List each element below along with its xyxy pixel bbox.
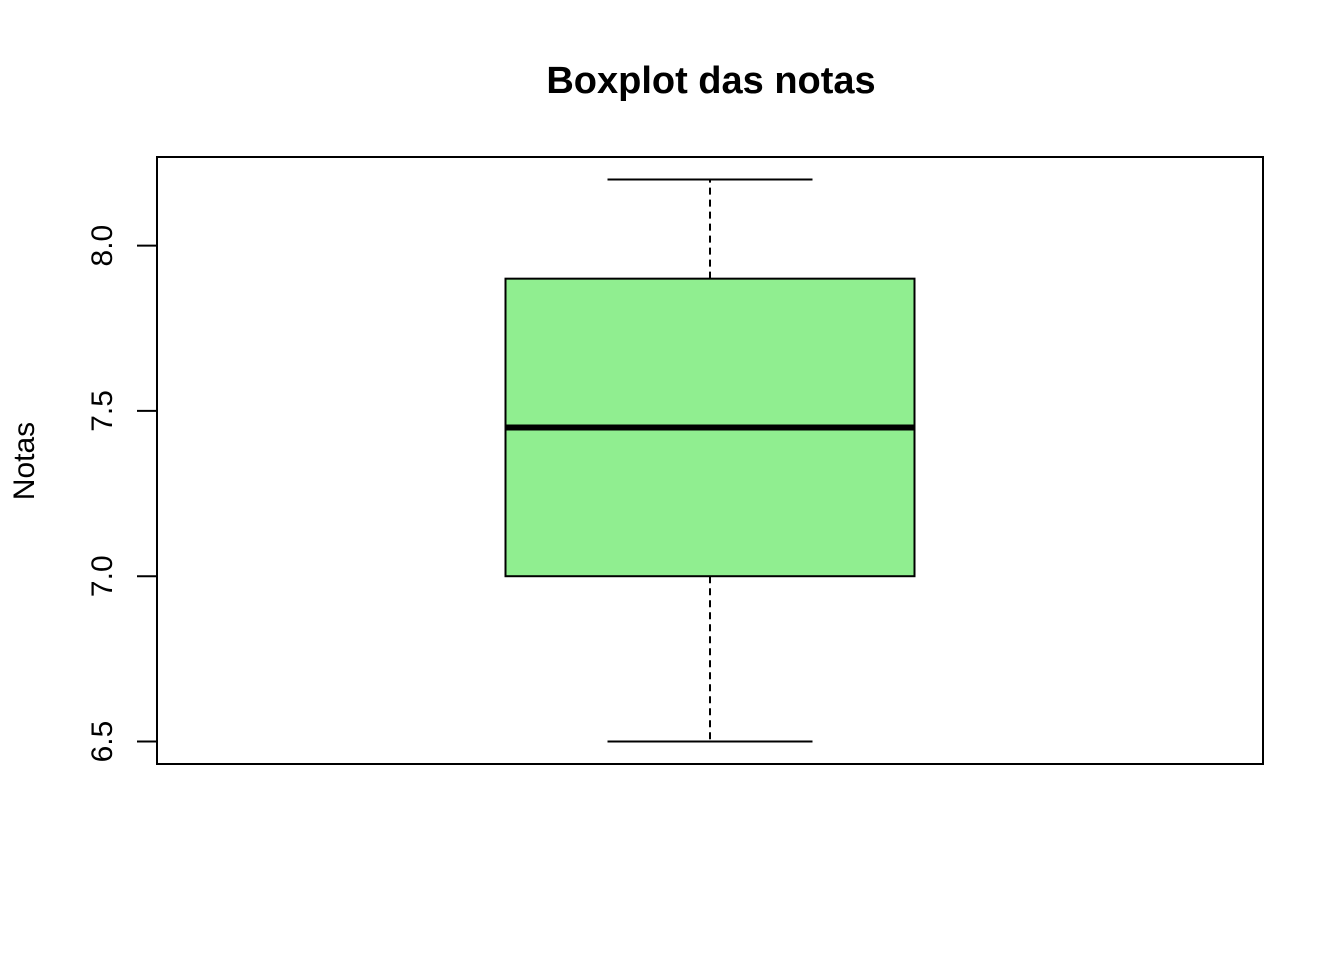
y-tick-label: 7.0 — [86, 555, 119, 597]
box-group — [504, 178, 916, 743]
y-tick-label: 7.5 — [86, 390, 119, 432]
y-axis-label: Notas — [8, 422, 41, 500]
y-axis: 6.5 7.0 7.5 8.0 — [86, 225, 158, 763]
y-tick-label: 6.5 — [86, 721, 119, 763]
chart-title: Boxplot das notas — [546, 60, 875, 102]
y-tick-label: 8.0 — [86, 225, 119, 267]
